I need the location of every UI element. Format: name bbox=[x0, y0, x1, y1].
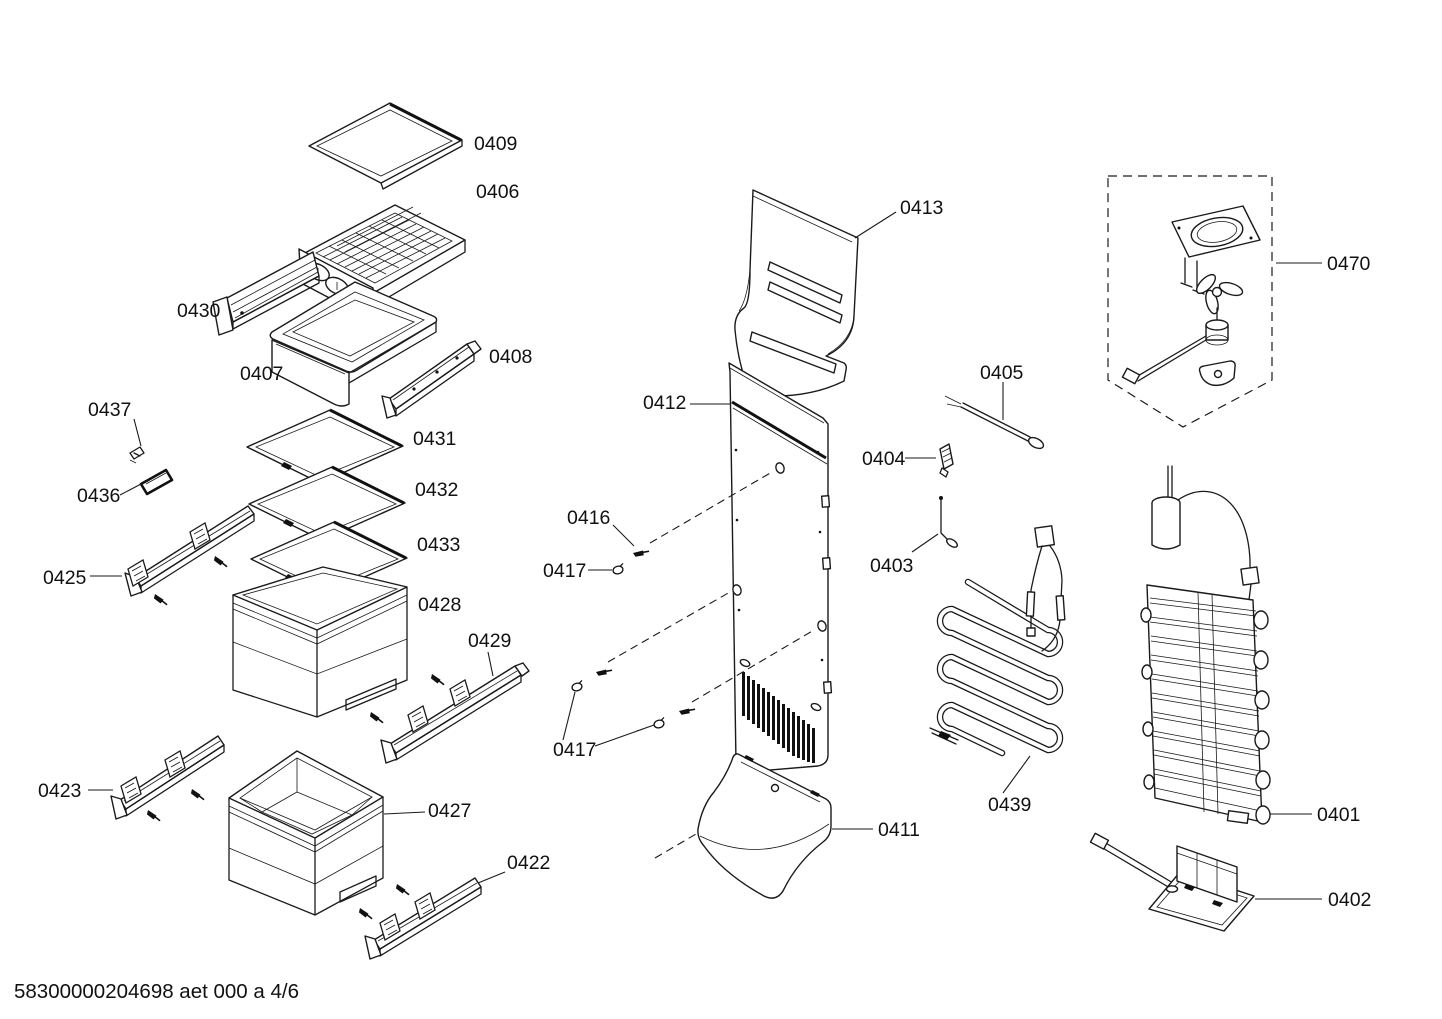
part-0425-drawing bbox=[124, 505, 255, 607]
part-0402-drawing bbox=[1089, 832, 1255, 932]
part-0470-drawing bbox=[1107, 175, 1273, 428]
leader-0416 bbox=[612, 524, 635, 547]
grommet-0417 bbox=[570, 562, 667, 730]
part-label-0436: 0436 bbox=[77, 485, 120, 507]
part-label-0417-lower: 0417 bbox=[553, 739, 596, 761]
part-0405-drawing bbox=[944, 395, 1045, 450]
part-0408-drawing bbox=[381, 340, 482, 419]
fan-motor bbox=[1121, 307, 1229, 385]
leader-0429 bbox=[487, 651, 494, 677]
part-label-0405: 0405 bbox=[980, 362, 1024, 384]
leader-0437 bbox=[133, 418, 142, 447]
part-label-0423: 0423 bbox=[38, 780, 81, 802]
motor-bracket bbox=[1198, 360, 1236, 387]
part-label-0401: 0401 bbox=[1317, 804, 1360, 826]
screw-0416 bbox=[595, 545, 697, 718]
part-0413-drawing bbox=[734, 189, 859, 397]
part-0412-drawing bbox=[728, 362, 833, 773]
document-code: 58300000204698 aet 000 a 4/6 bbox=[14, 980, 299, 1003]
part-label-0412: 0412 bbox=[643, 392, 686, 414]
part-0411-drawing bbox=[697, 753, 832, 899]
part-0427-drawing bbox=[228, 750, 384, 916]
part-label-0470: 0470 bbox=[1327, 253, 1371, 275]
part-label-0411: 0411 bbox=[878, 819, 920, 841]
part-label-0404: 0404 bbox=[862, 448, 906, 470]
leader-0439 bbox=[1002, 755, 1031, 794]
part-0430-drawing bbox=[212, 251, 320, 336]
kit-dashed-box bbox=[1107, 175, 1273, 428]
part-label-0439: 0439 bbox=[988, 794, 1031, 816]
fan-shroud bbox=[1171, 205, 1261, 295]
fan-blade bbox=[1195, 273, 1244, 315]
ice-tray-grid bbox=[322, 206, 446, 279]
leader-0413 bbox=[854, 211, 897, 239]
part-label-0422: 0422 bbox=[507, 852, 550, 874]
leader-0427 bbox=[383, 811, 426, 815]
evaporator-fins bbox=[1149, 591, 1262, 815]
part-label-0403: 0403 bbox=[870, 555, 913, 577]
part-label-0425: 0425 bbox=[43, 567, 87, 589]
part-label-0409: 0409 bbox=[474, 133, 517, 155]
part-label-0427: 0427 bbox=[428, 800, 471, 822]
evaporator-loops bbox=[1140, 607, 1271, 825]
part-label-0430: 0430 bbox=[177, 300, 221, 322]
leader-0403 bbox=[911, 533, 939, 553]
part-label-0437: 0437 bbox=[88, 399, 131, 421]
heater-harness bbox=[1025, 525, 1066, 652]
part-label-0433: 0433 bbox=[417, 534, 460, 556]
part-0422-drawing bbox=[356, 877, 482, 960]
part-0423-drawing bbox=[110, 735, 225, 823]
callout-labels: 0409 0406 0430 0407 0408 0437 0436 0431 … bbox=[38, 133, 1371, 911]
part-0437-drawing bbox=[129, 446, 145, 464]
part-label-0408: 0408 bbox=[489, 346, 532, 368]
part-label-0406: 0406 bbox=[476, 181, 519, 203]
part-label-0402: 0402 bbox=[1328, 889, 1371, 911]
part-label-0416: 0416 bbox=[567, 507, 610, 529]
part-0409-drawing bbox=[308, 102, 463, 190]
leader-0436 bbox=[119, 483, 142, 496]
part-label-0429: 0429 bbox=[468, 630, 511, 652]
part-0439-drawing bbox=[929, 525, 1066, 757]
vent-grille bbox=[742, 672, 815, 763]
part-0432-drawing bbox=[248, 465, 406, 541]
part-0401-drawing bbox=[1140, 465, 1271, 825]
part-label-0407: 0407 bbox=[240, 363, 283, 385]
part-0404-drawing bbox=[939, 443, 954, 478]
part-label-0413: 0413 bbox=[900, 197, 943, 219]
leader-lines bbox=[88, 211, 1322, 900]
part-0429-drawing bbox=[367, 662, 530, 764]
part-label-0432: 0432 bbox=[415, 479, 458, 501]
part-0407-drawing bbox=[269, 281, 438, 407]
part-label-0431: 0431 bbox=[413, 428, 456, 450]
part-0436-drawing bbox=[139, 468, 174, 496]
leader-0417-lower bbox=[562, 691, 655, 747]
leader-0422 bbox=[477, 871, 506, 884]
part-0428-drawing bbox=[232, 566, 408, 718]
part-label-0428: 0428 bbox=[418, 594, 461, 616]
part-0403-drawing bbox=[939, 496, 959, 548]
part-label-0417-upper: 0417 bbox=[543, 560, 586, 582]
